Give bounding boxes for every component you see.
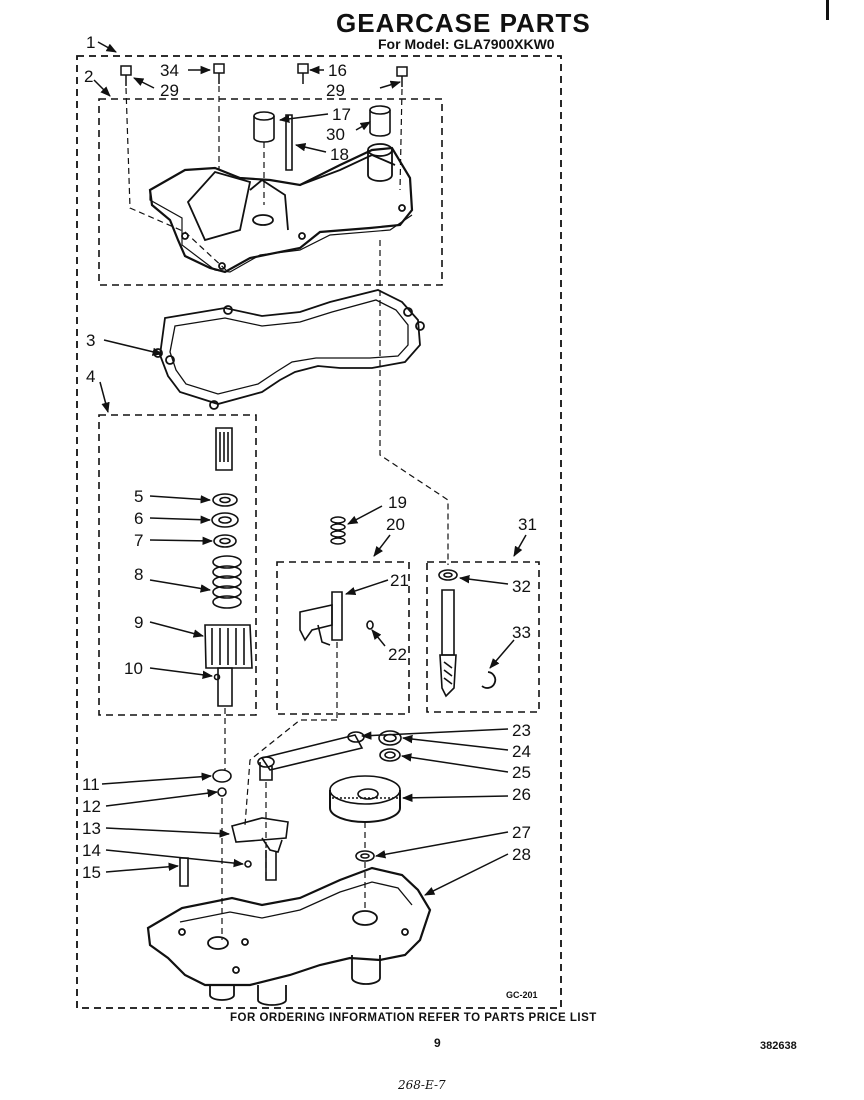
page-title: GEARCASE PARTS xyxy=(336,8,591,38)
callout-2: 2 xyxy=(84,67,93,86)
callout-29-right: 29 xyxy=(326,81,345,100)
callout-23: 23 xyxy=(512,721,531,740)
drive-shaft-part xyxy=(438,569,497,698)
callout-14: 14 xyxy=(82,841,101,860)
callout-1: 1 xyxy=(86,33,95,52)
callout-15: 15 xyxy=(82,863,101,882)
callout-17: 17 xyxy=(332,105,351,124)
gearcase-cover xyxy=(148,143,414,274)
callout-19: 19 xyxy=(388,493,407,512)
page-number: 9 xyxy=(434,1036,441,1050)
callout-22: 22 xyxy=(388,645,407,664)
callout-13: 13 xyxy=(82,819,101,838)
callout-16: 16 xyxy=(328,61,347,80)
callout-27: 27 xyxy=(512,823,531,842)
leader-arrows xyxy=(93,41,527,896)
callout-20: 20 xyxy=(386,515,405,534)
model-subtitle: For Model: GLA7900XKW0 xyxy=(378,36,555,52)
callout-5: 5 xyxy=(134,487,143,506)
shaft-guide-line xyxy=(379,240,449,565)
diagram-code: GC-201 xyxy=(506,990,538,1000)
document-number: 382638 xyxy=(760,1040,797,1052)
callout-30: 30 xyxy=(326,125,345,144)
callout-26: 26 xyxy=(512,785,531,804)
callout-4: 4 xyxy=(86,367,95,386)
assembly-frame xyxy=(76,55,562,1009)
shifter-fork-part xyxy=(299,591,374,646)
callout-10: 10 xyxy=(124,659,143,678)
ordering-note: FOR ORDERING INFORMATION REFER TO PARTS … xyxy=(230,1012,597,1024)
callout-34: 34 xyxy=(160,61,179,80)
pinion-subassembly-box xyxy=(98,414,257,716)
shaft-subassembly-box xyxy=(426,561,540,713)
callout-31: 31 xyxy=(518,515,537,534)
gear-stack-parts xyxy=(329,730,402,862)
pinion-stack xyxy=(204,427,253,707)
callout-8: 8 xyxy=(134,565,143,584)
spring-part xyxy=(330,516,346,545)
callout-25: 25 xyxy=(512,763,531,782)
callout-29-left: 29 xyxy=(160,81,179,100)
gearcase-housing xyxy=(146,866,432,1006)
callout-12: 12 xyxy=(82,797,101,816)
callout-9: 9 xyxy=(134,613,143,632)
callout-6: 6 xyxy=(134,509,143,528)
cover-subassembly-box xyxy=(98,98,443,286)
handwritten-note: 268-E-7 xyxy=(398,1078,446,1092)
callout-21: 21 xyxy=(390,571,409,590)
corner-mark xyxy=(826,0,829,20)
callout-28: 28 xyxy=(512,845,531,864)
callout-33: 33 xyxy=(512,623,531,642)
screw-parts xyxy=(120,63,408,87)
bushing-parts xyxy=(253,105,391,171)
screw-guide-lines xyxy=(125,86,403,271)
shifter-subassembly-box xyxy=(276,561,410,715)
drive-link-arm xyxy=(257,731,365,781)
callout-labels: 1 2 34 29 16 29 17 30 18 3 4 5 6 7 8 9 1… xyxy=(82,33,538,1000)
callout-24: 24 xyxy=(512,742,531,761)
gasket-part xyxy=(153,289,425,410)
callout-3: 3 xyxy=(86,331,95,350)
callout-11: 11 xyxy=(82,775,100,794)
callout-18: 18 xyxy=(330,145,349,164)
callout-32: 32 xyxy=(512,577,531,596)
shifter-guide-lower xyxy=(244,719,337,826)
shift-lever-part xyxy=(179,817,289,887)
callout-7: 7 xyxy=(134,531,143,550)
